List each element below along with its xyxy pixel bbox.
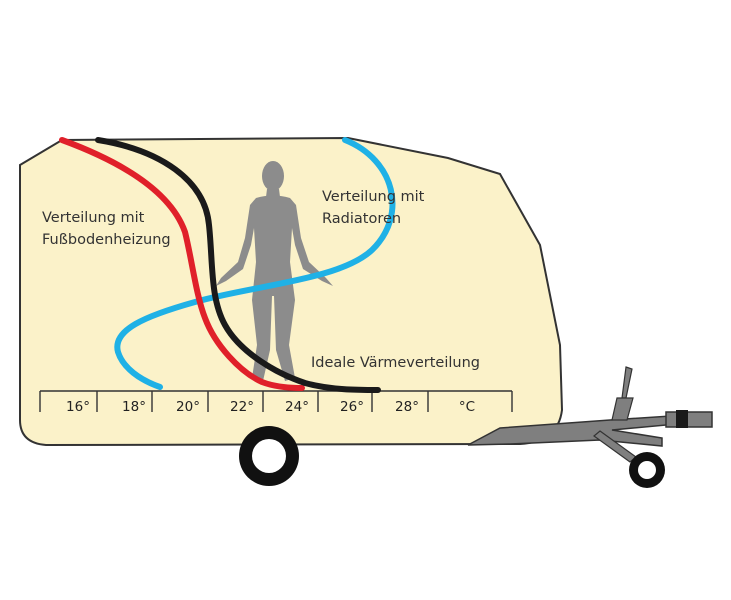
floor-heating-curve xyxy=(59,137,305,391)
scale-ticks xyxy=(39,391,513,412)
temperature-scale: 16° 18° 20° 22° 24° 26° 28° °C xyxy=(39,390,513,415)
tick-16: 16° xyxy=(66,399,90,415)
radiators-curve xyxy=(114,137,396,390)
human-silhouette-icon xyxy=(216,161,333,381)
radiators-label-line1: Verteilung mit xyxy=(322,189,425,205)
floor-heating-label-line2: Fußbodenheizung xyxy=(42,232,171,248)
tick-20: 20° xyxy=(176,399,200,415)
chassis-drawbar xyxy=(467,366,713,463)
floor-heating-label-line1: Verteilung mit xyxy=(42,210,145,226)
tick-18: 18° xyxy=(122,399,146,415)
jockey-wheel-icon xyxy=(629,452,665,488)
tick-24: 24° xyxy=(285,399,309,415)
ideal-curve xyxy=(95,137,381,393)
tick-22: 22° xyxy=(230,399,254,415)
radiators-label-line2: Radiatoren xyxy=(322,211,401,227)
tick-unit-celsius: °C xyxy=(459,399,475,415)
wheel-icon xyxy=(239,426,299,486)
ideal-label: Ideale Värmeverteilung xyxy=(311,355,480,371)
tick-28: 28° xyxy=(395,399,419,415)
tick-26: 26° xyxy=(340,399,364,415)
